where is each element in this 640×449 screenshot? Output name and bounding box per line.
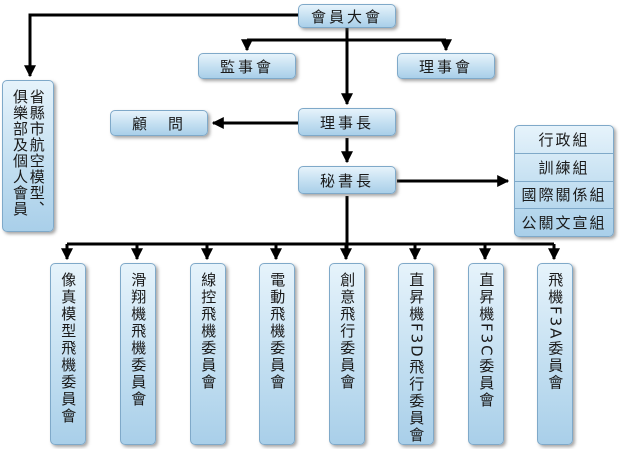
line-to-members — [24, 13, 298, 78]
node-committee-8: 飛機F3A委員會 — [537, 263, 573, 445]
node-committee-7: 直昇機F3C委員會 — [468, 263, 504, 445]
node-committee-3: 線控飛機委員會 — [190, 263, 226, 445]
node-committee-1: 像真模型飛機委員會 — [50, 263, 86, 445]
node-chairman: 理事長 — [298, 108, 396, 136]
node-committee-6: 直昇機F3D飛行委員會 — [398, 263, 434, 445]
node-members: 省縣市航空模型、俱樂部及個人會員 — [2, 80, 54, 232]
department-training: 訓練組 — [515, 152, 613, 181]
node-committee-4: 電動飛機委員會 — [259, 263, 295, 445]
department-pr: 公關文宣組 — [515, 208, 613, 236]
node-secretary: 秘書長 — [298, 166, 396, 194]
node-general-assembly: 會員大會 — [298, 4, 396, 28]
node-departments: 行政組 訓練組 國際關係組 公關文宣組 — [514, 125, 614, 237]
department-admin: 行政組 — [538, 130, 590, 149]
department-international: 國際關係組 — [515, 180, 613, 209]
node-committee-5: 創意飛行委員會 — [329, 263, 365, 445]
node-directors: 理事會 — [397, 53, 495, 79]
node-advisor: 顧 問 — [110, 110, 208, 136]
node-committee-2: 滑翔機飛機委員會 — [120, 263, 156, 445]
node-supervisors: 監事會 — [198, 53, 296, 79]
